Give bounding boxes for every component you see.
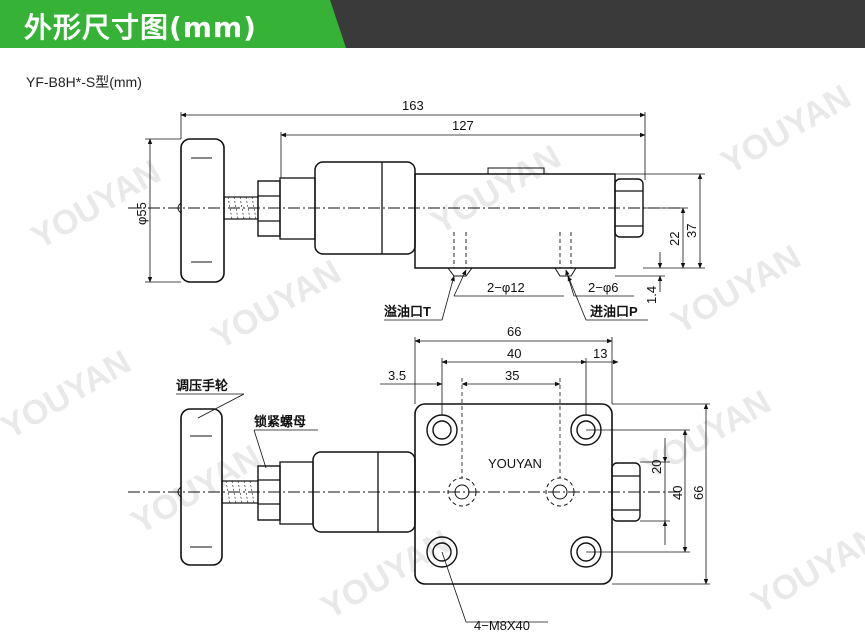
dim-body-length: 127: [452, 118, 474, 133]
brand-label: YOUYAN: [488, 456, 542, 471]
dim-20: 20: [649, 460, 664, 474]
label-locknut: 锁紧螺母: [254, 414, 306, 429]
watermark: YOUYAN: [715, 78, 857, 182]
bottom-view: [128, 337, 710, 623]
watermark: YOUYAN: [425, 138, 567, 242]
header-green-tab: [0, 0, 346, 48]
label-handwheel: 调压手轮: [176, 378, 228, 393]
watermark: YOUYAN: [125, 438, 267, 542]
label-bolts: 4−M8X40: [474, 618, 530, 632]
dim-13: 13: [593, 346, 607, 361]
watermarks: YOUYAN YOUYAN YOUYAN YOUYAN YOUYAN YOUYA…: [0, 78, 865, 627]
dim-22: 22: [667, 232, 682, 246]
top-view-labels: 163 127 φ55 22 37 1.4 2−φ12 2−φ6 溢油口T 进油…: [134, 98, 699, 319]
dim-37: 37: [684, 224, 699, 238]
dim-66-side: 66: [691, 486, 706, 500]
watermark: YOUYAN: [665, 238, 807, 342]
watermark: YOUYAN: [205, 253, 347, 357]
dim-3-5: 3.5: [388, 368, 406, 383]
dim-66-top: 66: [507, 324, 521, 339]
dim-overall-length: 163: [402, 98, 424, 113]
dim-1-4: 1.4: [644, 286, 659, 304]
dim-2-phi6: 2−φ6: [588, 280, 618, 295]
dim-40-side: 40: [670, 486, 685, 500]
watermark: YOUYAN: [0, 343, 137, 447]
dim-40-top: 40: [507, 346, 521, 361]
label-inlet-port: 进油口P: [590, 304, 638, 319]
top-view: [128, 112, 705, 321]
dim-handwheel-diameter: φ55: [134, 202, 149, 225]
watermark: YOUYAN: [745, 518, 865, 622]
label-overflow-port: 溢油口T: [384, 304, 431, 319]
model-label: YF-B8H*-S型(mm): [26, 74, 142, 90]
header-bar: 外形尺寸图(mm): [0, 0, 865, 48]
dim-35: 35: [505, 368, 519, 383]
dim-2-phi12: 2−φ12: [487, 280, 525, 295]
dimension-drawing: YOUYAN YOUYAN YOUYAN YOUYAN YOUYAN YOUYA…: [0, 78, 865, 632]
page-title: 外形尺寸图(mm): [24, 11, 257, 44]
bottom-view-labels: 66 40 13 35 3.5 YOUYAN 20 40 66 调压手轮 锁紧螺…: [176, 324, 706, 632]
